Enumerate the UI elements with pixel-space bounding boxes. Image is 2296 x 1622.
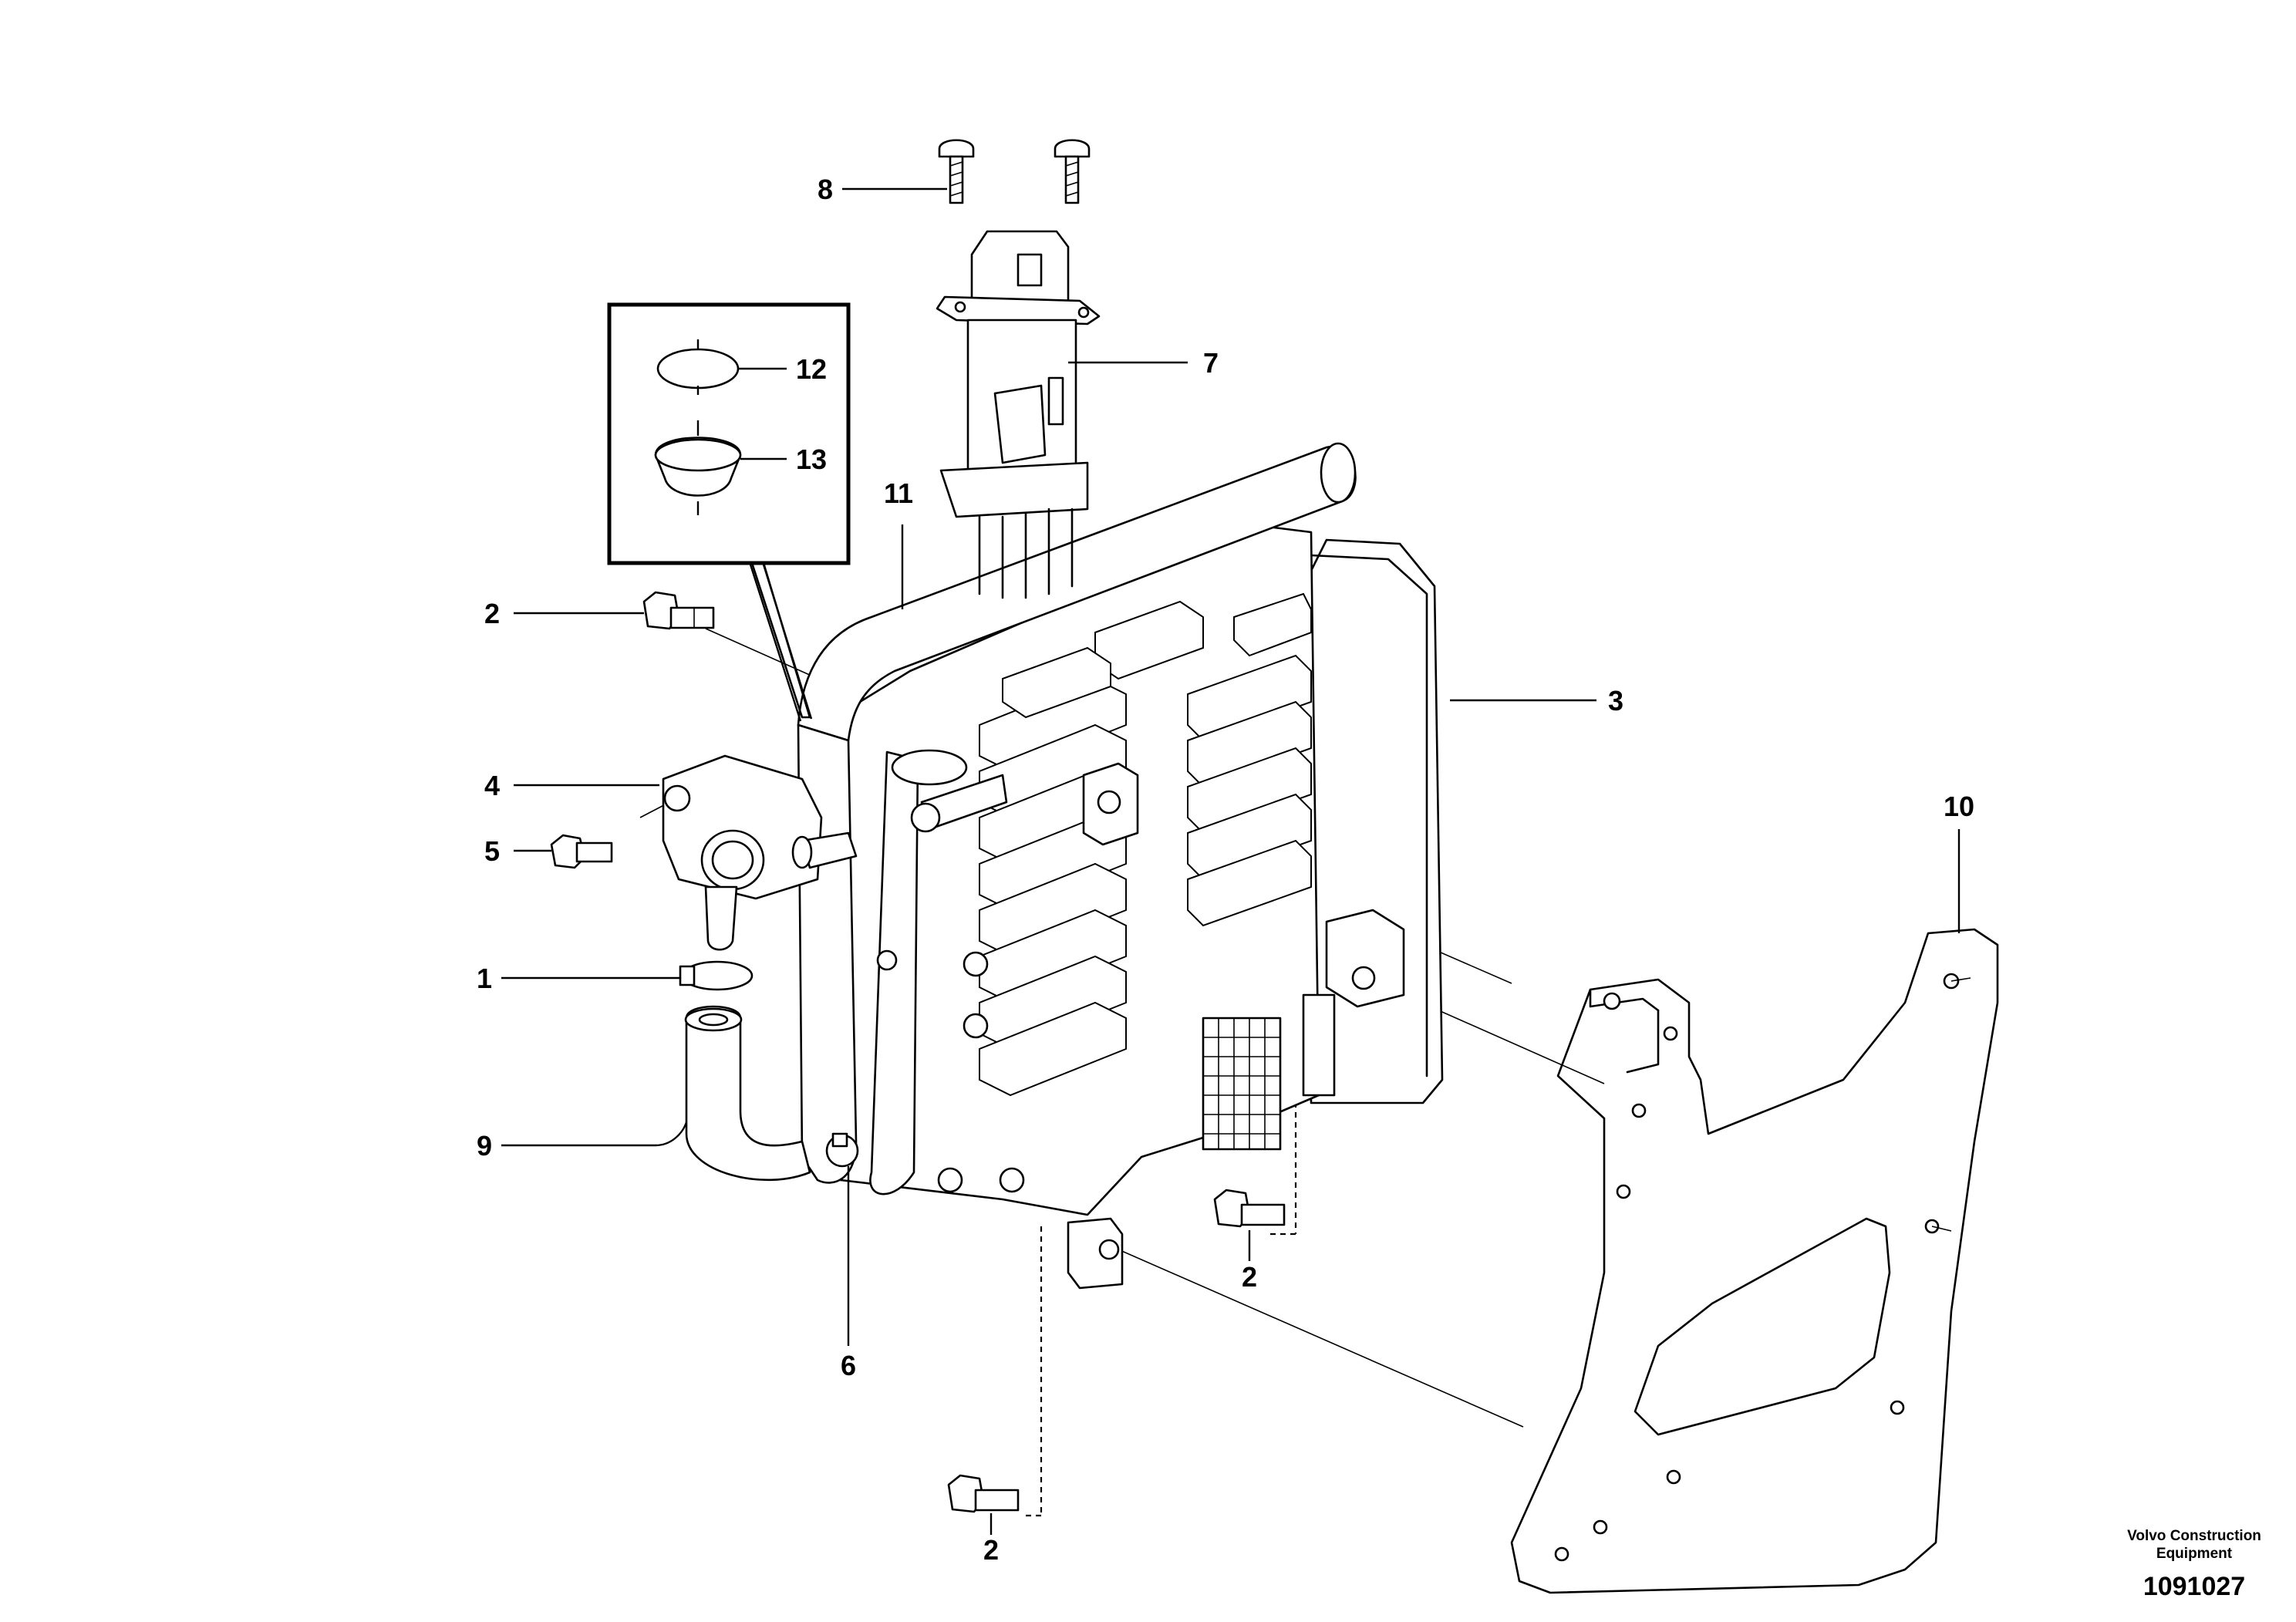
- callout-8: 8: [818, 174, 833, 205]
- bolt-sensor: [550, 834, 613, 869]
- bolt-lower-right: [1213, 1189, 1286, 1228]
- sensor-assembly: [936, 230, 1101, 599]
- callout-2-bottom: 2: [983, 1534, 999, 1566]
- hose-clamp-upper: [679, 960, 754, 991]
- callout-5: 5: [484, 835, 500, 867]
- callout-2-top: 2: [484, 598, 500, 629]
- callout-3: 3: [1608, 685, 1623, 717]
- callout-4: 4: [484, 770, 500, 801]
- callout-12: 12: [796, 353, 827, 385]
- callout-2-right: 2: [1242, 1261, 1257, 1293]
- bolt-upper-left: [642, 591, 715, 630]
- leader-lines: [501, 187, 1961, 1535]
- document-number: 1091027: [2143, 1572, 2245, 1601]
- bolt-bottom: [947, 1474, 1020, 1513]
- footer: Volvo Construction Equipment 1091027: [2127, 1528, 2261, 1601]
- brand-line-1: Volvo Construction: [2127, 1528, 2261, 1544]
- housing-grille: [1202, 993, 1336, 1151]
- callout-9: 9: [477, 1130, 492, 1162]
- callout-labels: 8 7 12 13 11 2 3 4 5 10 1 9 2 6 2: [477, 174, 1974, 1566]
- callout-1: 1: [477, 963, 492, 994]
- cooling-fins: [979, 592, 1312, 1097]
- callout-6: 6: [841, 1350, 856, 1381]
- detail-inset: [607, 302, 851, 722]
- pressure-sensor: [662, 754, 858, 951]
- brand-line-2: Equipment: [2156, 1546, 2233, 1562]
- screw-left: [938, 139, 975, 204]
- callout-10: 10: [1944, 791, 1974, 822]
- mounting-bracket: [1510, 928, 1999, 1594]
- callout-11: 11: [884, 477, 913, 509]
- callout-7: 7: [1203, 347, 1219, 379]
- hose-clamp-lower: [825, 1132, 859, 1168]
- callout-13: 13: [796, 443, 827, 475]
- screw-right: [1054, 139, 1091, 204]
- hose: [684, 1005, 811, 1182]
